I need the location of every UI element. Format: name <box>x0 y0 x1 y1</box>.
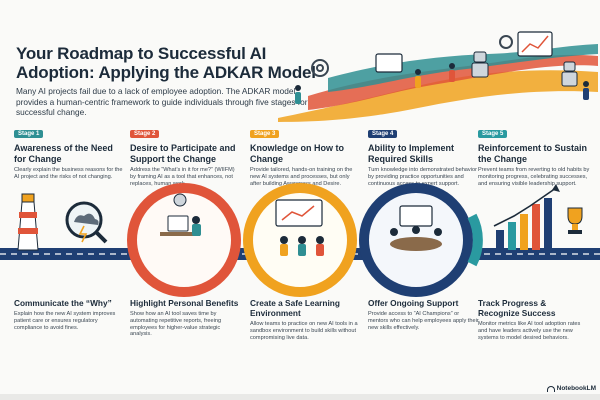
tip-1: Communicate the “Why” Explain how the ne… <box>14 298 126 331</box>
stage-4: Stage 4 Ability to Implement Required Sk… <box>368 122 480 187</box>
stage-badge: Stage 3 <box>250 130 280 138</box>
tip-description: Monitor metrics like AI tool adoption ra… <box>478 321 581 341</box>
tip-description: Allow teams to practice on new AI tools … <box>250 321 358 341</box>
stage-1: Stage 1 Awareness of the Need for Change… <box>14 122 126 181</box>
stage-description: Address the “What’s in it for me?” (WIIF… <box>130 167 235 187</box>
tip-title: Highlight Personal Benefits <box>130 298 239 308</box>
tip-title: Create a Safe Learning Environment <box>250 298 340 318</box>
lighthouse-icon <box>17 193 39 251</box>
growth-chart-icon <box>493 184 560 250</box>
bottom-band <box>0 394 600 400</box>
robot-icon <box>471 51 578 87</box>
stage-badge: Stage 4 <box>368 130 398 138</box>
tip-3: Create a Safe Learning Environment Allow… <box>250 298 362 341</box>
stage-ring-2 <box>127 183 241 297</box>
stage-title: Awareness of the Need for Change <box>14 143 113 164</box>
stage-5: Stage 5 Reinforcement to Sustain the Cha… <box>478 122 590 187</box>
hero-illustration <box>278 31 598 122</box>
laptop-icon <box>375 53 403 73</box>
training-room-figure <box>275 199 324 256</box>
stage-description: Prevent teams from reverting to old habi… <box>478 167 590 187</box>
tip-title: Offer Ongoing Support <box>368 298 459 308</box>
stage-badge: Stage 1 <box>14 130 44 138</box>
stage-description: Clearly explain the business reasons for… <box>14 167 123 180</box>
stage-title: Knowledge on How to Change <box>250 143 344 164</box>
stage-title: Ability to Implement Required Skills <box>368 143 455 164</box>
monitor-icon <box>517 31 553 57</box>
stage-title: Desire to Participate and Support the Ch… <box>130 143 236 164</box>
stage-badge: Stage 5 <box>478 130 508 138</box>
trophy-icon <box>567 207 583 234</box>
tip-title: Communicate the “Why” <box>14 298 112 308</box>
stage-3: Stage 3 Knowledge on How to Change Provi… <box>250 122 362 187</box>
tip-2: Highlight Personal Benefits Show how an … <box>130 298 242 338</box>
tip-4: Offer Ongoing Support Provide access to … <box>368 298 480 331</box>
robot-icon <box>173 193 187 207</box>
tip-title: Track Progress & Recognize Success <box>478 298 556 318</box>
tip-description: Show how an AI tool saves time by automa… <box>130 311 222 338</box>
desk-worker-figure <box>160 193 201 236</box>
brand-watermark: NotebookLM <box>546 385 596 392</box>
page-title: Your Roadmap to Successful AI Adoption: … <box>16 44 316 82</box>
storm-cloud-icon <box>74 213 99 225</box>
stage-ring-5 <box>467 213 483 267</box>
tip-description: Explain how the new AI system improves p… <box>14 311 116 331</box>
gear-icon <box>311 35 513 77</box>
stage-badge: Stage 2 <box>130 130 160 138</box>
stage-2: Stage 2 Desire to Participate and Suppor… <box>130 122 242 187</box>
notebooklm-logo-icon <box>546 385 555 392</box>
tip-description: Provide access to “AI Champions” or ment… <box>368 311 479 331</box>
person-figure <box>295 63 589 104</box>
team-meeting-figure <box>390 205 442 251</box>
roadmap-illustration <box>0 183 600 297</box>
stage-title: Reinforcement to Sustain the Change <box>478 143 588 164</box>
tip-5: Track Progress & Recognize Success Monit… <box>478 298 590 341</box>
brand-label: NotebookLM <box>556 385 596 392</box>
intro-text: Many AI projects fail due to a lack of e… <box>16 86 308 117</box>
